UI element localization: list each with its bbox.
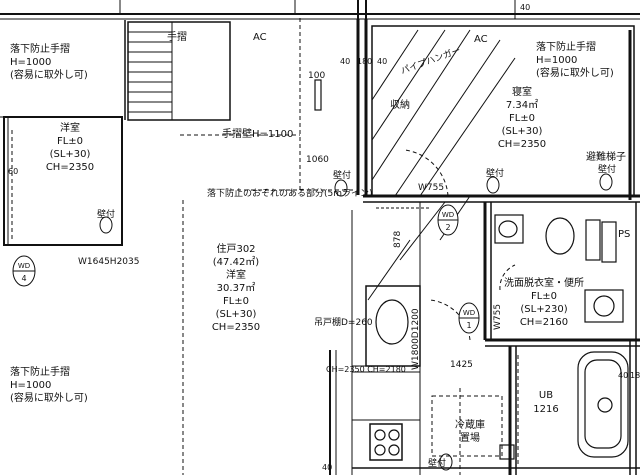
wall-mount-label: 壁付 — [97, 208, 115, 220]
dim-label: 18 — [630, 371, 640, 380]
wall-mount-icons — [99, 173, 613, 471]
fixtures — [314, 79, 629, 460]
fridge-label: 置場 — [460, 431, 480, 444]
dim-label: 40 — [377, 57, 387, 66]
dim-label: 40 — [322, 463, 332, 472]
room-ch: CH=2350 — [212, 322, 260, 333]
room-ch: CH=2160 — [520, 317, 568, 328]
dashed-lines — [11, 16, 519, 475]
ac-label: AC — [253, 32, 267, 43]
dim-label: 40 — [340, 57, 350, 66]
rail-note-line: 落下防止手摺 — [10, 42, 70, 55]
room-fl: FL±0 — [223, 296, 249, 307]
rail-note-line: (容易に取外し可) — [536, 66, 614, 79]
wall-mount-icon — [599, 173, 613, 191]
ub-size: 1216 — [533, 404, 558, 415]
ps-label: PS — [618, 229, 630, 240]
room-sl: (SL+230) — [520, 304, 567, 315]
wall-mount-icon — [439, 453, 453, 471]
wall-mount-icon — [486, 176, 500, 194]
wall-mount-label: 壁付 — [333, 169, 351, 181]
dim-label: 1060 — [306, 155, 329, 165]
rail-note-line: H=1000 — [536, 55, 577, 66]
dim-label: 1425 — [450, 360, 473, 370]
window-label: W755 — [418, 183, 444, 193]
room-ch: CH=2350 — [498, 139, 546, 150]
dim-label: 180 — [357, 57, 372, 66]
room-title: 洗面脱衣室・便所 — [504, 276, 584, 289]
ch-note: CH=2350 CH=2180 — [326, 365, 406, 374]
closet-hatching — [367, 29, 516, 301]
stair-treads — [128, 22, 173, 120]
storage-label: 収納 — [390, 98, 410, 111]
stair-rail-label: 手摺 — [167, 30, 187, 43]
wd-number: 4 — [21, 274, 26, 283]
dim-label: 878 — [393, 231, 403, 248]
wd-number: 2 — [445, 223, 450, 232]
room-fl: FL±0 — [531, 291, 557, 302]
wd-code: WD — [442, 211, 454, 219]
window-label: W1645H2035 — [78, 257, 139, 267]
dim-label: 40 — [520, 3, 530, 12]
wall-rail-label: 手摺壁H=1100 — [222, 127, 293, 140]
wall-mount-label: 壁付 — [486, 167, 504, 179]
wd-code: WD — [18, 262, 30, 270]
room-title: 洋室 — [60, 121, 80, 134]
window-label: W755 — [493, 304, 503, 330]
fridge-label: 冷蔵庫 — [455, 418, 485, 431]
room-fl: FL±0 — [57, 136, 83, 147]
dim-label: 60 — [8, 167, 18, 176]
wd-number: 1 — [466, 321, 471, 330]
dim-label: 100 — [308, 71, 325, 81]
room-ch: CH=2350 — [46, 162, 94, 173]
rail-note-line: 落下防止手摺 — [536, 40, 596, 53]
hanging-shelf-label: 吊戸棚D=260 — [314, 316, 373, 328]
room-sl: (SL+30) — [50, 149, 91, 160]
rail-note-line: 落下防止手摺 — [10, 365, 70, 378]
room-area: 7.34㎡ — [506, 99, 538, 111]
room-area: 30.37㎡ — [217, 282, 256, 294]
evac-ladder-label: 避難梯子 — [586, 150, 626, 163]
fall-risk-label: 落下防止のおそれのある部分(5mライン) — [207, 187, 373, 199]
wall-mount-icon — [334, 179, 348, 197]
room-title: 寝室 — [512, 85, 532, 98]
room-sl: (SL+30) — [502, 126, 543, 137]
rail-note-line: H=1000 — [10, 57, 51, 68]
room-sl: (SL+30) — [216, 309, 257, 320]
window-door-tags — [12, 204, 480, 334]
rail-note-line: H=1000 — [10, 380, 51, 391]
wall-mount-label: 壁付 — [598, 163, 616, 175]
wd-code: WD — [463, 309, 475, 317]
ac-label: AC — [474, 34, 488, 45]
wall-mount-icon — [99, 216, 113, 234]
pipe-hanger-label: パイプハンガー — [399, 45, 462, 77]
rail-note-line: (容易に取外し可) — [10, 68, 88, 81]
room-title: 洋室 — [226, 268, 246, 281]
wall-mount-label: 壁付 — [428, 457, 446, 469]
dim-label: 40 — [618, 371, 628, 380]
unit-title: 住戸302 — [216, 242, 255, 255]
unit-area: (47.42㎡) — [213, 256, 260, 268]
room-fl: FL±0 — [509, 113, 535, 124]
window-label: W1800D1200 — [411, 308, 421, 370]
ub-label: UB — [539, 390, 553, 401]
rail-note-line: (容易に取外し可) — [10, 391, 88, 404]
